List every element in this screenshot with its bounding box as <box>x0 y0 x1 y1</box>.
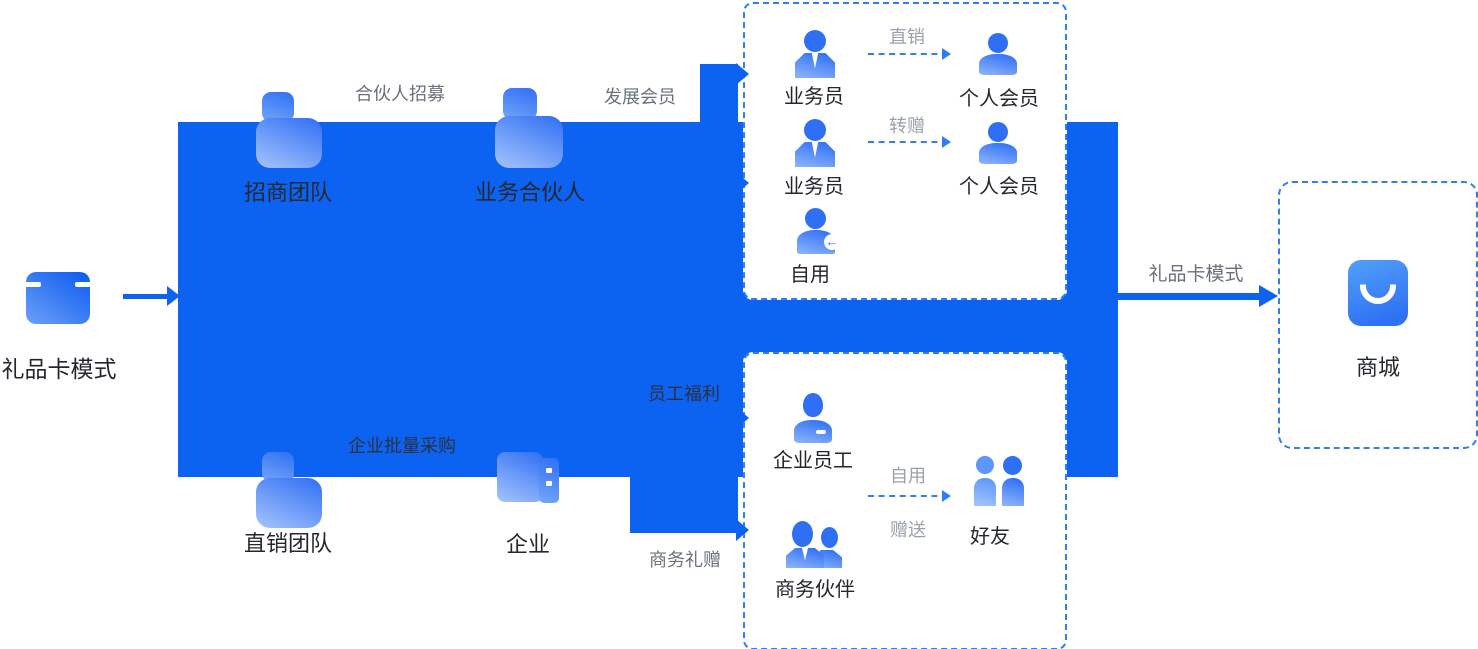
business-partner-label: 业务合伙人 <box>474 180 585 205</box>
right-arrow-head <box>1259 285 1278 307</box>
salesperson-icon <box>795 30 835 78</box>
enterprise-label: 企业 <box>505 532 550 557</box>
business-buddy-label: 商务伙伴 <box>775 579 855 601</box>
salesperson-label: 业务员 <box>784 176 844 198</box>
business-gift-label: 商务礼赠 <box>649 550 721 570</box>
merchant-team-label: 招商团队 <box>243 180 332 205</box>
enterprise-icon <box>497 448 559 503</box>
employee-welfare-label: 员工福利 <box>648 384 720 404</box>
bulk-purchase-label: 企业批量采购 <box>348 436 456 456</box>
salesperson-icon <box>795 119 835 167</box>
left-arrow-head <box>167 286 180 306</box>
merchant-team-icon <box>256 92 322 168</box>
personal-member-label: 个人会员 <box>959 176 1039 198</box>
enterprise-employee-label: 企业员工 <box>773 450 853 472</box>
personal-member-icon <box>979 122 1017 164</box>
self-use-icon: ← <box>797 208 840 254</box>
business-partner-icon <box>495 88 563 168</box>
transfer-gift-label: 转赠 <box>889 116 925 136</box>
arrowhead-member-box <box>736 172 749 194</box>
direct-team-label: 直销团队 <box>243 531 332 556</box>
direct-sale-arrow <box>868 48 951 60</box>
friends-icon <box>974 456 1026 506</box>
transfer-gift-arrow <box>868 136 951 148</box>
personal-member-label: 个人会员 <box>959 88 1039 110</box>
salesperson-label: 业务员 <box>784 86 844 108</box>
self-use-label: 自用 <box>790 264 830 286</box>
bottom-connector-bar <box>630 476 738 533</box>
friends-label: 好友 <box>970 526 1010 548</box>
arrowhead-business-gift <box>736 519 749 541</box>
personal-member-icon <box>979 33 1017 75</box>
gift-mode-flow-label: 礼品卡模式 <box>1148 264 1244 285</box>
left-arrow-shaft <box>123 294 170 299</box>
direct-team-icon <box>256 452 322 528</box>
shopping-bag-icon <box>1348 260 1408 326</box>
arrowhead-employee-welfare <box>736 407 749 429</box>
gift-card-label: 礼品卡模式 <box>1 356 117 382</box>
direct-sale-label: 直销 <box>889 27 925 47</box>
gift-to-friend-arrow <box>868 490 951 502</box>
present-label: 赠送 <box>890 520 926 540</box>
top-connector-bar <box>700 64 738 124</box>
develop-member-label: 发展会员 <box>604 87 676 107</box>
arrowhead-develop-member <box>736 63 749 85</box>
enterprise-employee-icon <box>794 393 832 443</box>
self-use-gift-label: 自用 <box>890 466 926 486</box>
partner-recruit-label: 合伙人招募 <box>355 84 445 104</box>
business-buddy-icon <box>786 521 842 568</box>
gift-card-icon <box>24 272 92 324</box>
mall-label: 商城 <box>1355 355 1400 380</box>
right-arrow-shaft <box>1118 293 1264 300</box>
